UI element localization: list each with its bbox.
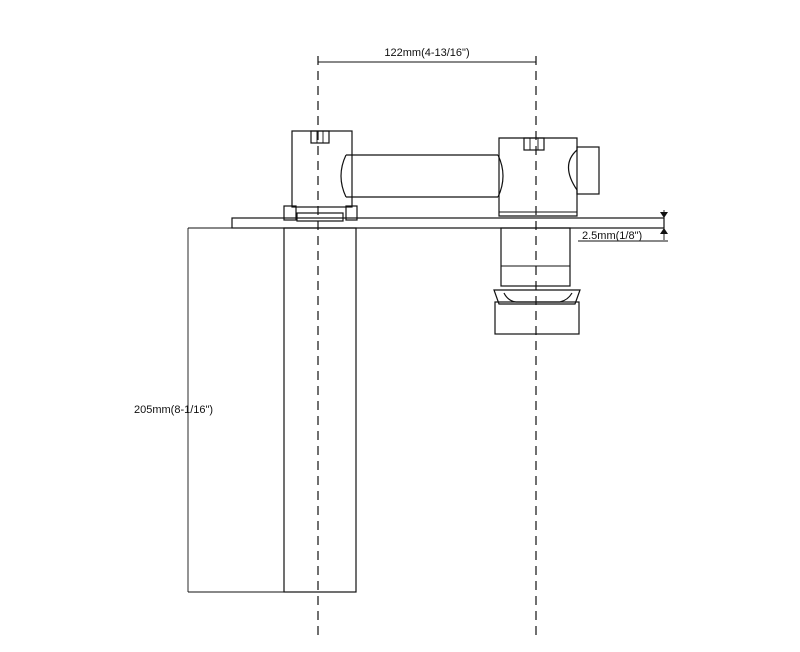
arrow-up bbox=[660, 228, 668, 234]
spout-height-label: 205mm(8-1/16") bbox=[134, 404, 213, 416]
handle-body bbox=[283, 130, 358, 222]
horizontal-spacing-dimension: 122mm(4-13/16") bbox=[318, 47, 536, 63]
spout-stem bbox=[500, 227, 571, 287]
plate-thickness-label: 2.5mm(1/8") bbox=[582, 230, 642, 242]
handle-top-notch bbox=[310, 130, 330, 144]
lower-body bbox=[283, 227, 357, 593]
pipe-left-end bbox=[340, 154, 347, 198]
valve-side-cap bbox=[576, 146, 600, 195]
handle-base bbox=[296, 212, 344, 222]
connecting-pipe bbox=[340, 154, 504, 198]
handle-foot-left bbox=[283, 205, 297, 221]
plate-thickness-dimension: 2.5mm(1/8") bbox=[578, 210, 668, 242]
aerator-curve bbox=[503, 292, 573, 303]
spout-nozzle bbox=[493, 289, 581, 305]
spout-height-dimension: 205mm(8-1/16") bbox=[134, 228, 284, 593]
spout-valve-body bbox=[498, 137, 600, 217]
handle-foot-right bbox=[345, 205, 358, 221]
spout-outlet bbox=[494, 301, 580, 335]
valve-top-notch bbox=[523, 137, 545, 151]
handle-block bbox=[291, 130, 353, 208]
horizontal-spacing-label: 122mm(4-13/16") bbox=[384, 47, 469, 59]
arrow-down bbox=[660, 212, 668, 218]
spout bbox=[493, 227, 581, 335]
